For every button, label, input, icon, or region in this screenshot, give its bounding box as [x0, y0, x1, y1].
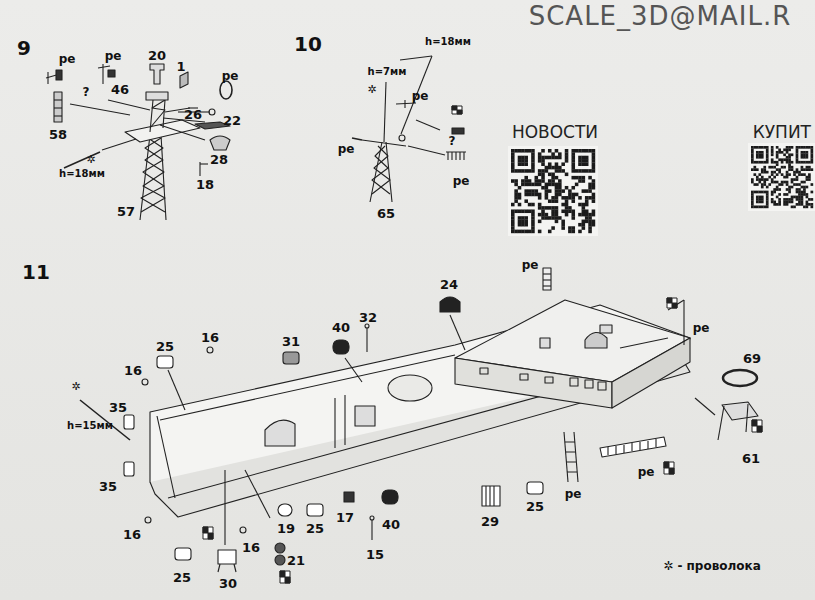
callout-number: 22 — [223, 114, 241, 127]
qr-heading: КУПИТ — [753, 124, 811, 141]
callout-number: 69 — [743, 352, 761, 365]
callout-number: 25 — [173, 571, 191, 584]
callout-number: 25 — [306, 522, 324, 535]
callout-number: 16 — [242, 541, 260, 554]
pe-marker: pe — [222, 70, 239, 82]
wire-symbol: ✲ — [367, 84, 376, 95]
step-number: 11 — [22, 262, 50, 282]
pe-marker: pe — [565, 488, 582, 500]
callout-number: 57 — [117, 205, 135, 218]
wire-symbol: ✲ — [86, 154, 95, 165]
callout-number: 32 — [359, 311, 377, 324]
lattice-mast — [108, 92, 205, 220]
pe-marker: pe — [105, 50, 122, 62]
callout-number: 26 — [184, 108, 202, 121]
dimension-label: h=18мм — [425, 37, 471, 47]
callout-number: 29 — [481, 515, 499, 528]
step-number: 10 — [294, 34, 322, 54]
dimension-label: h=18мм — [59, 169, 105, 179]
callout-number: 61 — [742, 452, 760, 465]
qr-code — [508, 146, 598, 236]
callout-number: 20 — [148, 49, 166, 62]
callout-number: ? — [83, 86, 90, 98]
callout-number: 65 — [377, 207, 395, 220]
step-number: 9 — [17, 38, 31, 58]
callout-number: 16 — [201, 331, 219, 344]
callout-number: 16 — [124, 364, 142, 377]
callout-number: 28 — [210, 153, 228, 166]
dimension-label: h=15мм — [67, 421, 113, 431]
tripod-mast — [352, 56, 466, 202]
wire-symbol: ✲ — [71, 381, 80, 392]
legend-note: ✲ - проволока — [663, 560, 761, 572]
pe-marker-icons — [203, 106, 762, 583]
callout-number: 18 — [196, 178, 214, 191]
callout-number: 40 — [332, 321, 350, 334]
small-parts — [46, 64, 232, 176]
callout-number: 35 — [109, 401, 127, 414]
pe-marker: pe — [59, 53, 76, 65]
callout-number: 24 — [440, 278, 458, 291]
pe-marker: pe — [693, 322, 710, 334]
qr-heading: НОВОСТИ — [512, 124, 598, 141]
pe-marker: pe — [412, 90, 429, 102]
callout-number: 25 — [156, 340, 174, 353]
superstructure — [455, 300, 690, 408]
watermark: SCALE_3D@MAIL.R — [529, 3, 792, 29]
callout-number: 35 — [99, 480, 117, 493]
callout-number: 21 — [287, 554, 305, 567]
pe-marker: pe — [338, 143, 355, 155]
pe-marker: pe — [453, 175, 470, 187]
callout-number: 15 — [366, 548, 384, 561]
callout-number: 16 — [123, 528, 141, 541]
callout-number: 58 — [49, 128, 67, 141]
pe-marker: pe — [638, 466, 655, 478]
callout-number: 25 — [526, 500, 544, 513]
callout-number: ? — [449, 135, 456, 147]
pe-marker: pe — [522, 259, 539, 271]
callout-number: 40 — [382, 518, 400, 531]
callout-number: 46 — [111, 83, 129, 96]
callout-number: 17 — [336, 511, 354, 524]
callout-number: 31 — [282, 335, 300, 348]
small-parts — [80, 268, 758, 572]
dimension-label: h=7мм — [368, 67, 407, 77]
qr-code — [748, 143, 815, 211]
callout-number: 19 — [277, 522, 295, 535]
callout-number: 1 — [176, 60, 185, 73]
callout-number: 30 — [219, 577, 237, 590]
